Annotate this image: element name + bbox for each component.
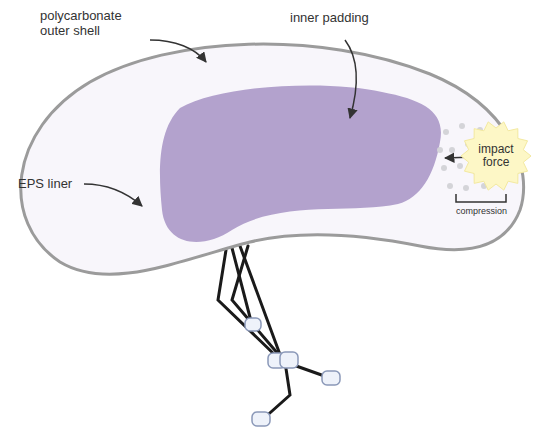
strap-buckle [245,318,340,426]
outer-shell [21,44,524,274]
leader-arrows [84,40,474,206]
part-label: inner padding [290,10,400,25]
part-label: EPS liner [18,176,98,191]
inner-padding [160,85,441,242]
node-text: impact force [470,143,522,169]
starburst-outline [461,122,531,190]
compression-bracket [456,194,506,202]
chin-strap [218,246,330,420]
dimension-label: compression [456,206,526,217]
impact-burst: impact force [460,120,532,192]
part-label: polycarbonate outer shell [40,8,150,38]
